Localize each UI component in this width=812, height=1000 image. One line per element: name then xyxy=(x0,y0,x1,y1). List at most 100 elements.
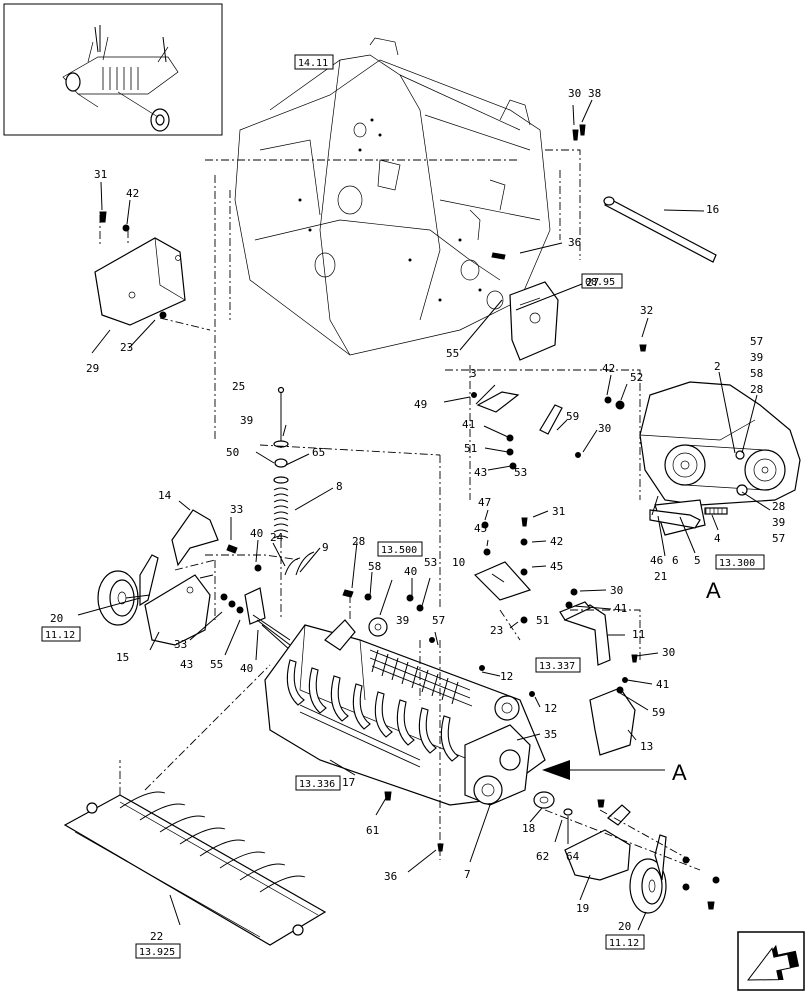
detail-view-a xyxy=(639,381,801,536)
callout-45: 45 xyxy=(474,522,487,535)
part-59-bar xyxy=(539,404,563,435)
callout-59-b: 59 xyxy=(652,706,665,719)
callout-9: 9 xyxy=(322,541,329,554)
callouts: 36 27 55 32 16 3 49 59 30 41 51 43 53 42… xyxy=(50,87,785,943)
part-3-bracket xyxy=(476,391,520,413)
ref-14-11[interactable]: 14.11 xyxy=(298,58,328,69)
detail-marker: A xyxy=(706,578,721,603)
callout-31-b: 31 xyxy=(552,505,565,518)
callout-40: 40 xyxy=(250,527,263,540)
callout-53: 53 xyxy=(514,466,527,479)
ref-boxes: 14.11 08.95 13.500 11.12 13.337 13.336 1… xyxy=(41,54,765,959)
callout-49: 49 xyxy=(414,398,427,411)
callout-3: 3 xyxy=(470,367,477,380)
callout-32: 32 xyxy=(640,304,653,317)
callout-30: 30 xyxy=(598,422,611,435)
callout-23: 23 xyxy=(120,341,133,354)
ref-11-12-left[interactable]: 11.12 xyxy=(45,630,75,641)
callout-42-c: 42 xyxy=(550,535,563,548)
part-20-wheel-right xyxy=(629,834,667,914)
callout-41-c: 41 xyxy=(656,678,669,691)
callout-55: 55 xyxy=(446,347,459,360)
part-40-plate xyxy=(244,587,266,625)
callout-35: 35 xyxy=(544,728,557,741)
callout-27: 27 xyxy=(586,276,599,289)
callout-24: 24 xyxy=(270,531,284,544)
overview-thumbnail xyxy=(3,3,223,136)
callout-20-b: 20 xyxy=(618,920,631,933)
ref-13-337[interactable]: 13.337 xyxy=(539,661,575,672)
callout-28: 28 xyxy=(352,535,365,548)
callout-33: 33 xyxy=(230,503,243,516)
callout-25: 25 xyxy=(232,380,245,393)
callout-23-b: 23 xyxy=(490,624,503,637)
ref-11-12-right[interactable]: 11.12 xyxy=(609,938,639,949)
callout-58: 58 xyxy=(368,560,381,573)
callout-20: 20 xyxy=(50,612,63,625)
ref-13-500[interactable]: 13.500 xyxy=(381,545,417,556)
callout-58-b: 58 xyxy=(750,367,763,380)
hardware xyxy=(99,124,720,910)
callout-47: 47 xyxy=(478,496,491,509)
part-15-cover xyxy=(144,574,211,646)
callout-7: 7 xyxy=(464,868,471,881)
callout-21: 21 xyxy=(654,570,667,583)
callout-31: 31 xyxy=(94,168,107,181)
callout-52: 52 xyxy=(630,371,643,384)
ref-13-300[interactable]: 13.300 xyxy=(719,558,755,569)
ref-08-95[interactable]: 08.95 xyxy=(585,277,615,288)
part-11-bracket xyxy=(563,604,611,666)
callout-2: 2 xyxy=(714,360,721,373)
part-14-bracket xyxy=(171,509,219,567)
callout-46: 46 xyxy=(650,554,663,567)
callout-57: 57 xyxy=(432,614,445,627)
callout-8: 8 xyxy=(336,480,343,493)
part-39-washer xyxy=(273,440,289,448)
callout-13: 13 xyxy=(640,740,653,753)
part-20-wheel-left xyxy=(97,554,159,626)
part-8-spring xyxy=(273,476,289,539)
callout-55-b: 55 xyxy=(210,658,223,671)
callout-4: 4 xyxy=(714,532,721,545)
callout-43: 43 xyxy=(474,466,487,479)
callout-65: 65 xyxy=(312,446,325,459)
callout-12-b: 12 xyxy=(544,702,557,715)
leader-lines xyxy=(77,99,771,931)
callout-17: 17 xyxy=(342,776,355,789)
callout-28-b: 28 xyxy=(750,383,763,396)
callout-53-b: 53 xyxy=(424,556,437,569)
ref-13-925[interactable]: 13.925 xyxy=(139,947,175,958)
part-25-bolt xyxy=(277,386,285,448)
callout-59: 59 xyxy=(566,410,579,423)
callout-30-d: 30 xyxy=(662,646,675,659)
callout-40-b: 40 xyxy=(404,565,417,578)
callout-64: 64 xyxy=(566,850,580,863)
callout-42-top: 42 xyxy=(126,187,139,200)
callout-45-b: 45 xyxy=(550,560,563,573)
callout-43-b: 43 xyxy=(180,658,193,671)
callout-36-b: 36 xyxy=(384,870,397,883)
part-18-bearing xyxy=(533,791,555,809)
part-22-rake xyxy=(63,791,327,946)
callout-62: 62 xyxy=(536,850,549,863)
callout-29: 29 xyxy=(86,362,99,375)
callout-42: 42 xyxy=(602,362,615,375)
callout-11: 11 xyxy=(632,628,645,641)
ref-13-336[interactable]: 13.336 xyxy=(299,779,335,790)
part-27-plate xyxy=(509,281,559,361)
baler-frame xyxy=(205,37,581,440)
callout-22: 22 xyxy=(150,930,163,943)
callout-10: 10 xyxy=(452,556,465,569)
callout-38: 38 xyxy=(588,87,601,100)
callout-50: 50 xyxy=(226,446,239,459)
next-page-arrow-icon[interactable] xyxy=(737,931,805,991)
callout-39-b: 39 xyxy=(396,614,409,627)
view-marker: A xyxy=(672,760,687,785)
callout-40-c: 40 xyxy=(240,662,253,675)
part-24-clip xyxy=(284,557,301,576)
callout-6: 6 xyxy=(672,554,679,567)
callout-30-top: 30 xyxy=(568,87,581,100)
part-29-shield xyxy=(94,237,186,326)
part-64-nut xyxy=(563,808,573,816)
